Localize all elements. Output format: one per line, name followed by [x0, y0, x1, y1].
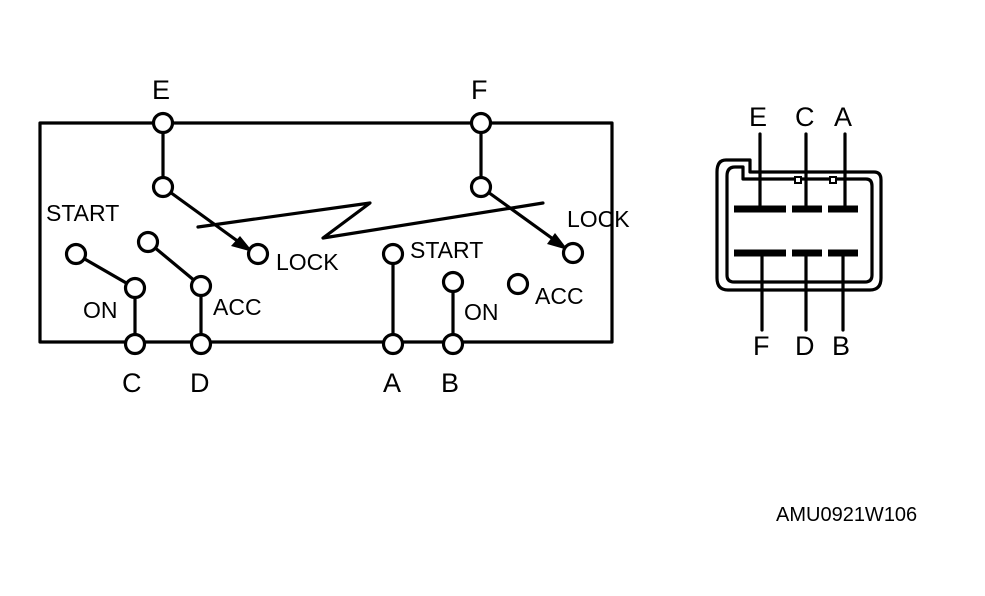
e-lock-arrow-line [161, 185, 245, 247]
terminal-e [151, 111, 175, 135]
on-left-contact [123, 276, 147, 300]
start-left-label: START [46, 200, 119, 226]
f-pivot [469, 175, 493, 199]
lock-right-label: LOCK [567, 206, 630, 232]
terminal-c [123, 332, 147, 356]
connector-housing-outer [715, 158, 883, 292]
acc-right-contact [506, 272, 530, 296]
start-right-contact [381, 242, 405, 266]
terminal-e-label: E [152, 75, 170, 105]
terminal-b-label: B [441, 368, 459, 398]
figure-code: AMU0921W106 [776, 504, 917, 526]
lock-left-contact [246, 242, 270, 266]
lock-left-label: LOCK [276, 249, 339, 275]
terminal-a [381, 332, 405, 356]
f-lock-arrow-line [479, 185, 562, 246]
connector-label-f: F [753, 331, 770, 361]
key-mark-left [794, 176, 802, 184]
e-pivot [151, 175, 175, 199]
acc-left-arm [146, 240, 203, 288]
acc-left-contact [189, 274, 213, 298]
terminal-d [189, 332, 213, 356]
lock-right-contact [561, 241, 585, 265]
connector-label-b: B [832, 331, 850, 361]
circuit-frame [38, 121, 614, 344]
terminal-a-label: A [383, 368, 401, 398]
f-lock-arrowhead [547, 233, 568, 250]
start-on-left-arm [74, 252, 137, 290]
on-right-label: ON [464, 299, 499, 325]
connector-housing-inner [725, 165, 874, 284]
terminal-c-label: C [122, 368, 142, 398]
connector-view: E C A F D B [715, 102, 883, 361]
switch-circuit: E F C D A B START ON ACC LOCK START ON A… [38, 75, 630, 398]
terminal-f-label: F [471, 75, 488, 105]
linkage-zigzag [196, 201, 545, 240]
acc-left-pivot [136, 230, 160, 254]
start-right-label: START [410, 237, 483, 263]
acc-left-label: ACC [213, 294, 262, 320]
terminal-d-label: D [190, 368, 210, 398]
terminal-b [441, 332, 465, 356]
connector-label-a: A [834, 102, 852, 132]
on-right-contact [441, 270, 465, 294]
key-mark-right [829, 176, 837, 184]
connector-label-d: D [795, 331, 815, 361]
acc-right-label: ACC [535, 283, 584, 309]
on-left-label: ON [83, 297, 118, 323]
e-lock-arrowhead [231, 236, 253, 252]
start-left-contact [64, 242, 88, 266]
connector-label-c: C [795, 102, 815, 132]
connector-label-e: E [749, 102, 767, 132]
terminal-f [469, 111, 493, 135]
